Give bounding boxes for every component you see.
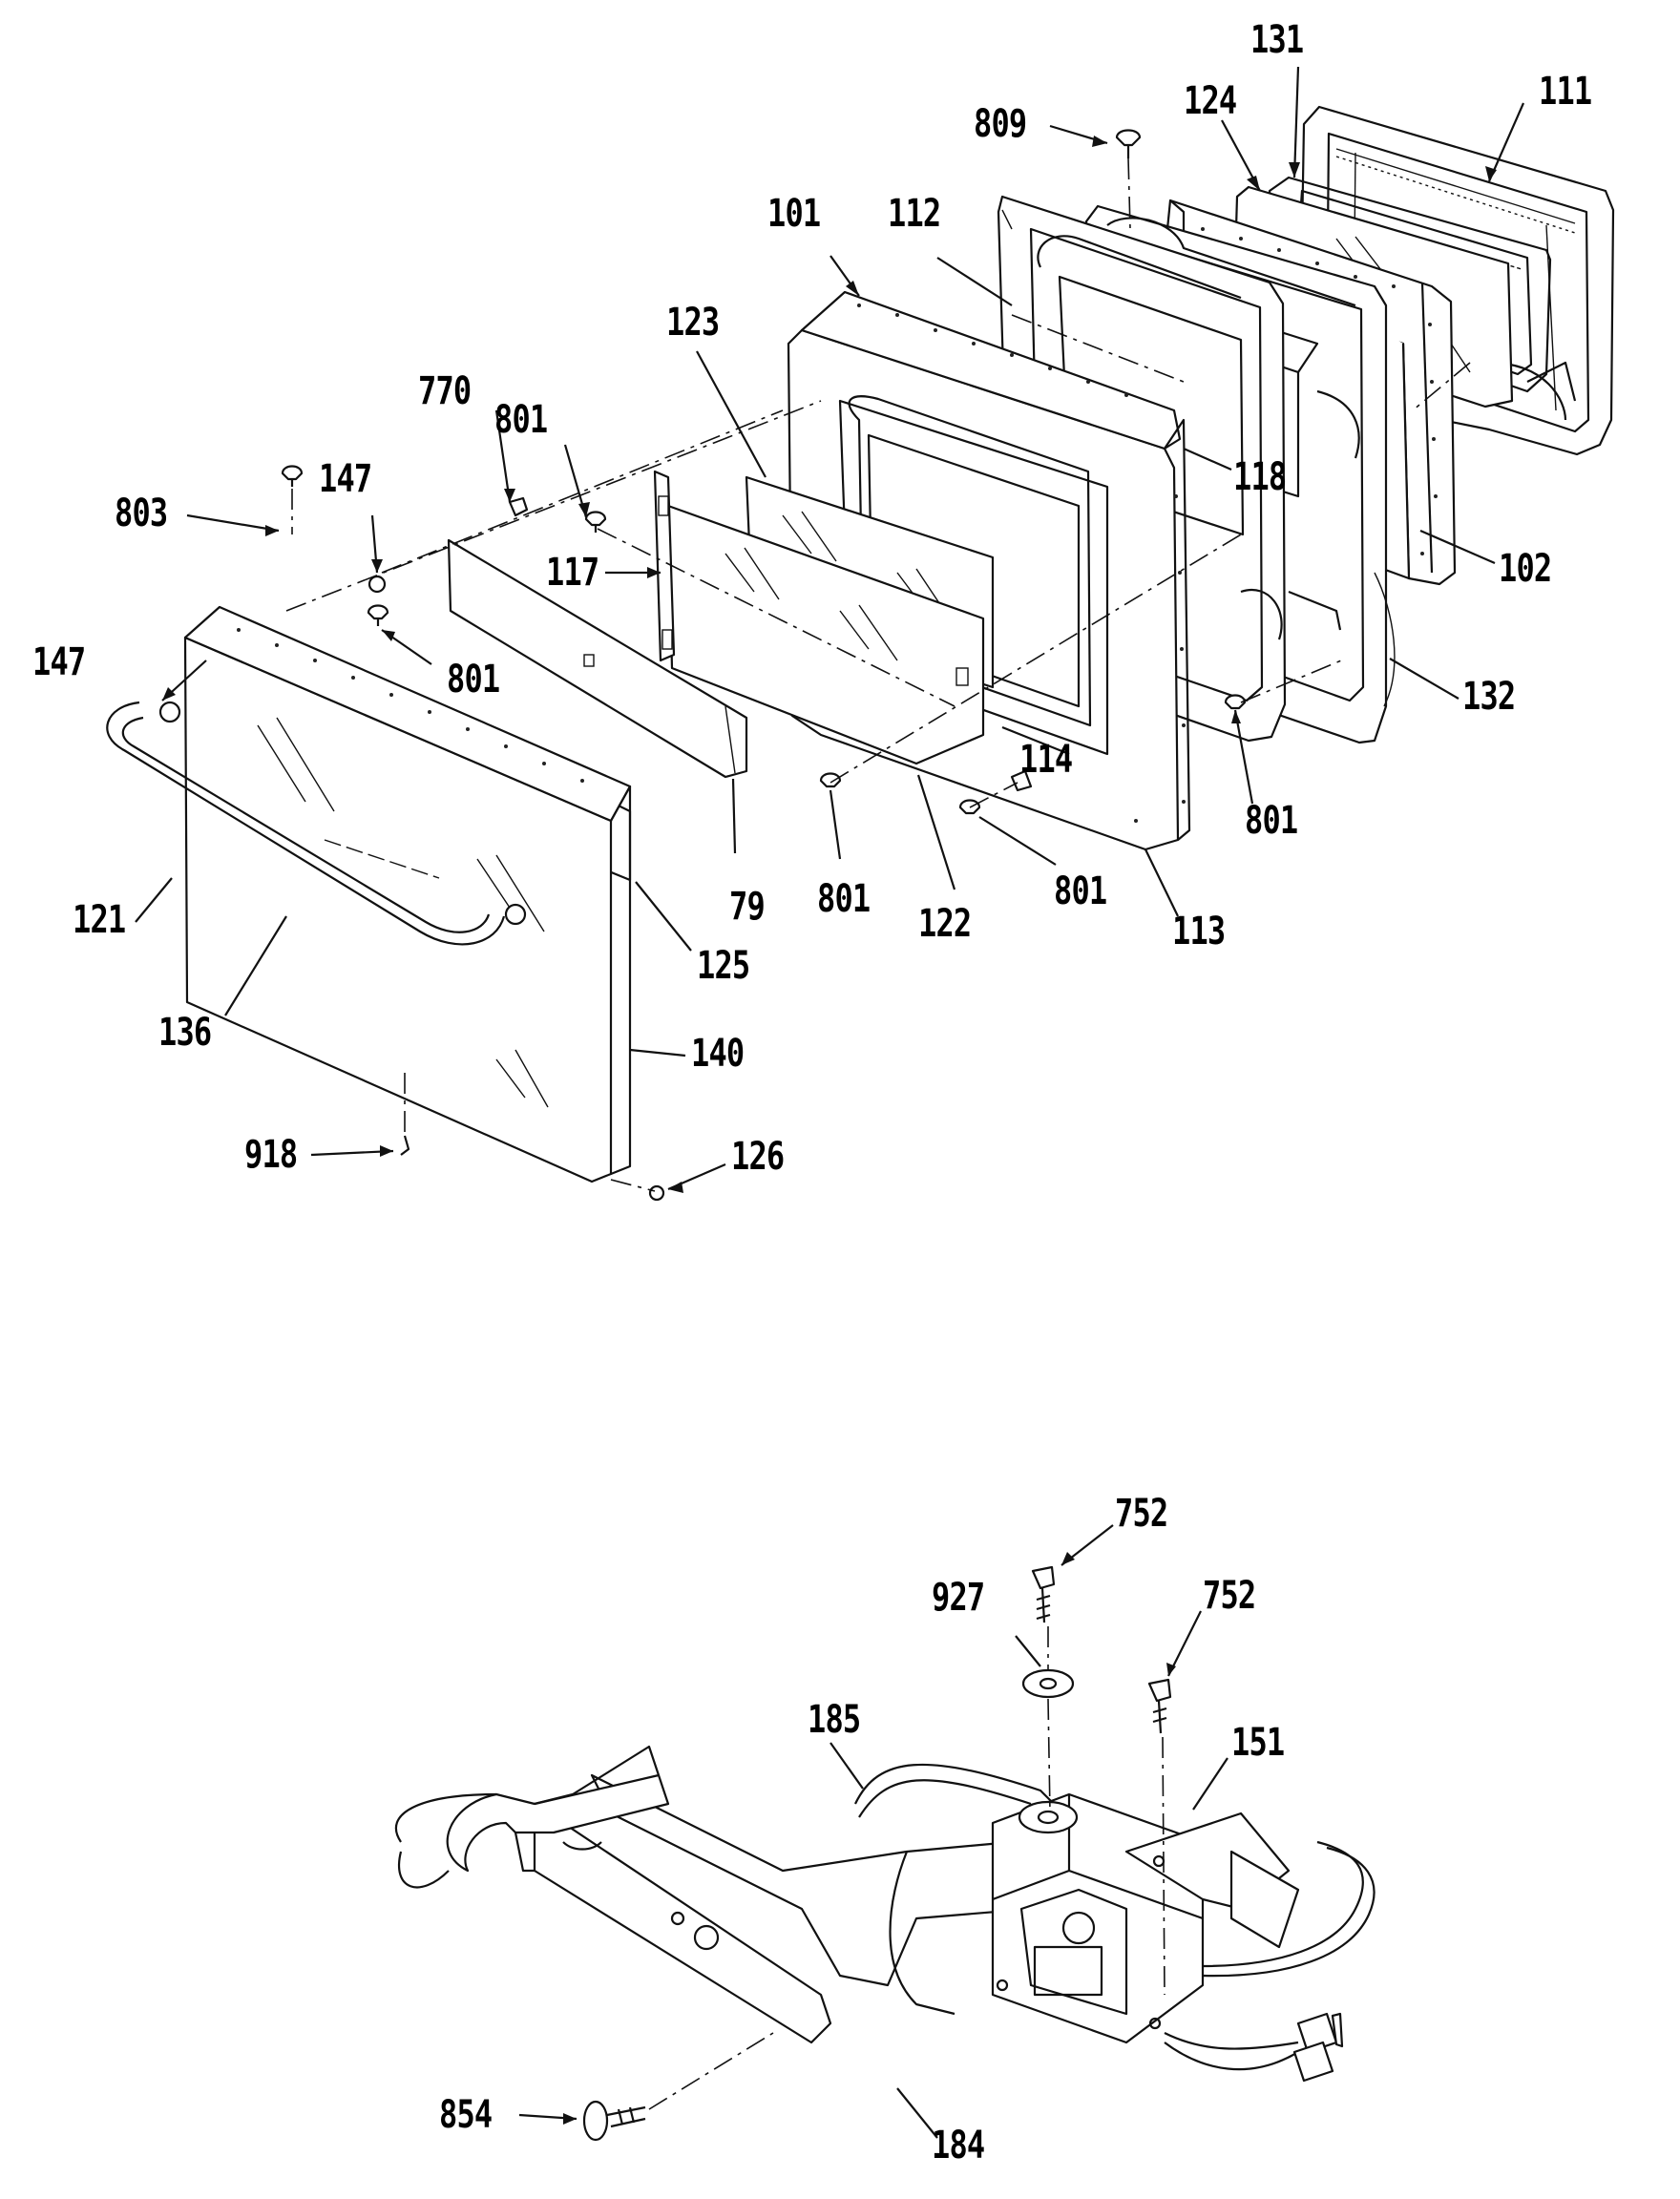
callout-126: 126 (731, 1135, 785, 1179)
callout-102: 102 (1499, 547, 1552, 591)
callout-184: 184 (932, 2124, 985, 2168)
part-79-insulation-sheet (447, 538, 748, 779)
callout-117: 117 (546, 551, 599, 595)
part-wires (1164, 1840, 1376, 2083)
callout-801d: 801 (817, 877, 871, 921)
part-136-handle (106, 701, 527, 946)
leader-lines-lower (518, 1524, 1228, 2139)
callout-113: 113 (1172, 910, 1226, 953)
callout-801c: 801 (1245, 799, 1298, 843)
callout-140: 140 (691, 1032, 745, 1076)
callout-770: 770 (418, 369, 472, 413)
lower-hardware (582, 1565, 1172, 2142)
callout-147b: 147 (32, 640, 86, 684)
callout-118: 118 (1233, 455, 1287, 499)
callout-801b: 801 (447, 658, 500, 702)
callout-121: 121 (73, 898, 126, 942)
part-117-bracket (653, 470, 676, 662)
part-151-motor-housing (991, 1792, 1300, 2044)
assembly-lines-lower (648, 1626, 1166, 2110)
part-140-outer-door (183, 605, 632, 1183)
callout-854: 854 (439, 2093, 493, 2137)
part-185-latch-arm (590, 1763, 1070, 2016)
callout-801e: 801 (1054, 869, 1107, 913)
assembly-lines (285, 157, 1471, 1192)
callout-122: 122 (918, 902, 972, 946)
callout-124: 124 (1184, 79, 1237, 123)
part-927-washer (1018, 1668, 1079, 1834)
callout-79: 79 (729, 885, 766, 929)
callout-147a: 147 (319, 457, 372, 501)
callout-125: 125 (697, 944, 750, 988)
callout-131: 131 (1250, 18, 1304, 62)
part-hook-bar (394, 1745, 670, 1889)
callout-123: 123 (666, 301, 720, 345)
callout-801a: 801 (494, 398, 548, 442)
callout-114: 114 (1019, 738, 1073, 782)
callout-136: 136 (158, 1011, 212, 1055)
callout-112: 112 (888, 192, 941, 236)
arrowheads-upper (162, 136, 1497, 1193)
callout-809: 809 (974, 102, 1027, 146)
callout-803: 803 (115, 492, 168, 535)
hardware-screws (281, 129, 1247, 1202)
arrowheads-lower (563, 1552, 1176, 2125)
callout-101: 101 (767, 192, 821, 236)
callout-927: 927 (932, 1576, 985, 1620)
callout-132: 132 (1462, 675, 1516, 719)
callout-111: 111 (1539, 70, 1592, 114)
callout-752a: 752 (1115, 1492, 1168, 1536)
callout-918: 918 (244, 1133, 298, 1177)
callout-151: 151 (1231, 1721, 1285, 1765)
callout-185: 185 (808, 1698, 861, 1742)
callout-752b: 752 (1203, 1574, 1256, 1618)
